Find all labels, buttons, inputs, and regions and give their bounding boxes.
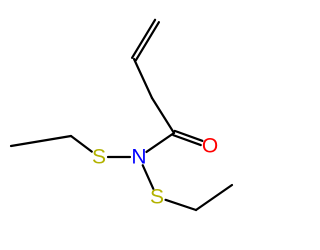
bond-c4-o-line-b <box>173 129 204 142</box>
bond-c3-c4 <box>150 96 176 135</box>
atom-label-o: O <box>202 135 218 158</box>
bond-n-s2-line <box>141 164 155 190</box>
bond-c2-c3 <box>132 57 154 100</box>
bond-s2-c7-line <box>164 198 198 212</box>
bond-c7-c8 <box>194 183 234 212</box>
bond-c5-c6-line <box>9 134 73 148</box>
bond-c1-c2-line-b <box>134 21 161 62</box>
atom-label-n: N <box>131 146 146 169</box>
bond-c5-c6 <box>9 134 73 148</box>
bond-s2-c7 <box>164 198 198 212</box>
bond-c4-n <box>145 131 176 154</box>
bond-c4-o-line-a <box>172 134 202 147</box>
bond-s1-c5-line <box>69 134 93 153</box>
bond-c1-c2-line-a <box>130 18 157 59</box>
bond-s1-c5 <box>69 134 93 153</box>
bond-c3-c4-line <box>150 96 176 135</box>
bond-n-s2 <box>141 164 155 190</box>
bond-c4-o <box>172 129 204 147</box>
atom-label-s2: S <box>150 186 164 209</box>
bonds-layer <box>9 18 234 212</box>
bond-c2-c3-line <box>132 57 154 100</box>
bond-c7-c8-line <box>194 183 234 212</box>
bond-c4-n-line <box>145 131 176 154</box>
atom-label-s1: S <box>92 146 106 169</box>
bond-c1-c2 <box>130 18 161 62</box>
